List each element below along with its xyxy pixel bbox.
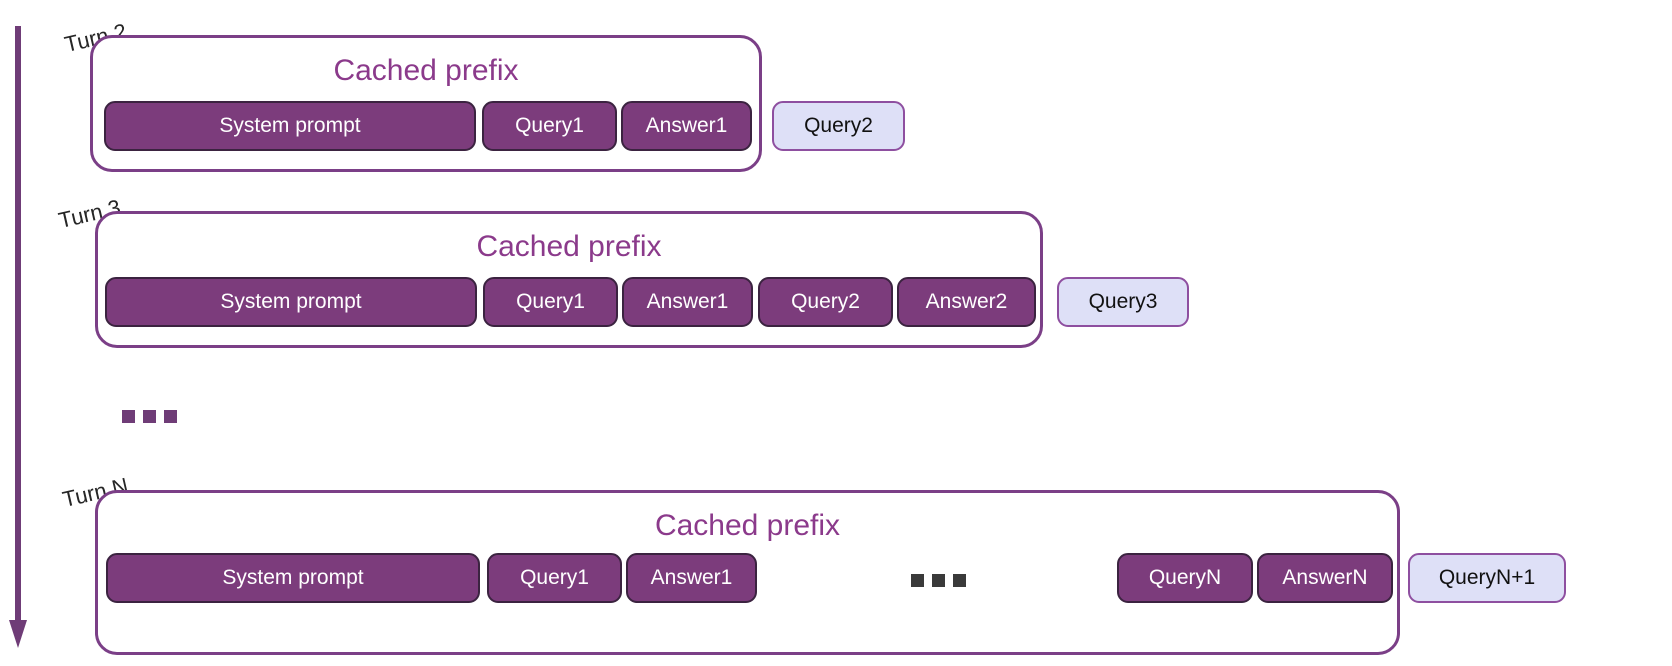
ellipsis-dot bbox=[953, 574, 966, 587]
chip-system-prompt-row-3[interactable]: System prompt bbox=[106, 553, 480, 603]
chip-answer1-row-1[interactable]: Answer1 bbox=[621, 101, 752, 151]
cached-prefix-title-row-3: Cached prefix bbox=[654, 509, 841, 542]
chip-new-query-row-2[interactable]: Query3 bbox=[1057, 277, 1189, 327]
chip-answer1-row-3[interactable]: Answer1 bbox=[626, 553, 757, 603]
chip-query1-row-1[interactable]: Query1 bbox=[482, 101, 617, 151]
cached-prefix-title-row-2: Cached prefix bbox=[476, 230, 662, 263]
chip-query1-row-3[interactable]: Query1 bbox=[487, 553, 622, 603]
chip-answer1-row-2[interactable]: Answer1 bbox=[622, 277, 753, 327]
ellipsis-dot bbox=[164, 410, 177, 423]
timeline-arrow bbox=[8, 26, 28, 650]
chip-query2-row-2[interactable]: Query2 bbox=[758, 277, 893, 327]
chip-new-query-row-3[interactable]: QueryN+1 bbox=[1408, 553, 1566, 603]
chip-queryn-row-3[interactable]: QueryN bbox=[1117, 553, 1253, 603]
cached-prefix-title-row-1: Cached prefix bbox=[333, 54, 519, 87]
chip-answer2-row-2[interactable]: Answer2 bbox=[897, 277, 1036, 327]
ellipsis-dot bbox=[122, 410, 135, 423]
ellipsis-dot bbox=[143, 410, 156, 423]
chip-new-query-row-1[interactable]: Query2 bbox=[772, 101, 905, 151]
chip-system-prompt-row-1[interactable]: System prompt bbox=[104, 101, 476, 151]
between-rows-ellipsis bbox=[122, 410, 177, 423]
chip-system-prompt-row-2[interactable]: System prompt bbox=[105, 277, 477, 327]
row-3-inner-ellipsis bbox=[911, 574, 966, 587]
ellipsis-dot bbox=[932, 574, 945, 587]
chip-answern-row-3[interactable]: AnswerN bbox=[1257, 553, 1393, 603]
ellipsis-dot bbox=[911, 574, 924, 587]
chip-query1-row-2[interactable]: Query1 bbox=[483, 277, 618, 327]
